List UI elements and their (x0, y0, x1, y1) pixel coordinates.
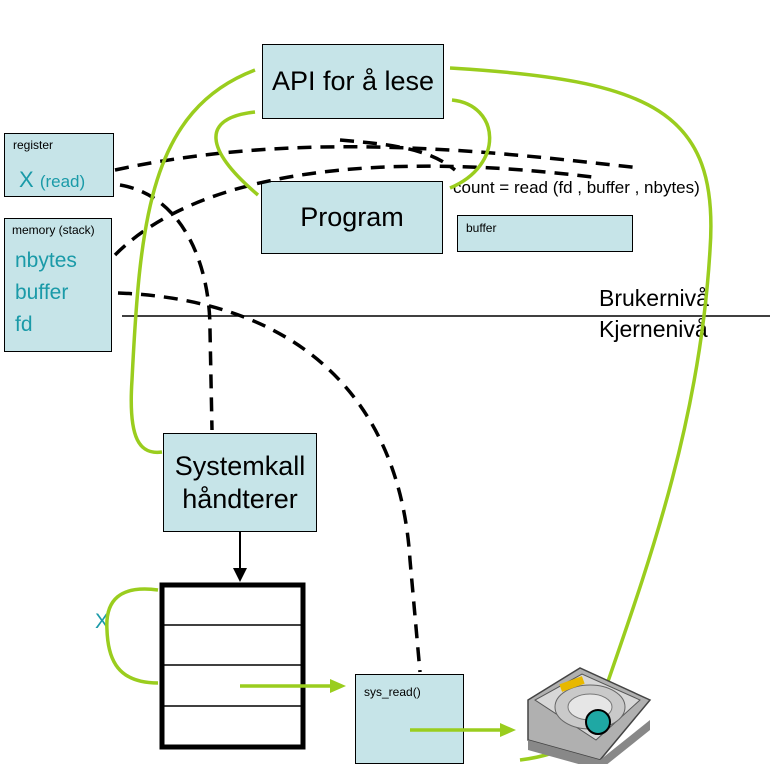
kernel-level-label: Kjernenivå (599, 316, 708, 342)
user-level-label: Brukernivå (599, 285, 709, 311)
syscall-handler-line1: Systemkall (174, 451, 306, 482)
register-read: (read) (39, 172, 86, 191)
syscall-table (159, 582, 306, 750)
buffer-box: buffer (457, 215, 633, 252)
green-arrowhead-sysread (330, 679, 346, 693)
register-box: register X (read) (4, 133, 114, 197)
program-box: Program (261, 181, 443, 254)
api-box: API for å lese (262, 44, 444, 119)
memory-title: memory (stack) (12, 223, 95, 237)
handler-to-table-arrow (233, 532, 247, 582)
memory-item-nbytes: nbytes (15, 249, 77, 272)
memory-box: memory (stack) nbytes buffer fd (4, 218, 112, 352)
sys-read-box: sys_read() (355, 674, 464, 764)
hard-disk-icon (527, 667, 652, 764)
register-title: register (13, 138, 54, 152)
dashed-data-lines (113, 138, 641, 673)
memory-item-fd: fd (15, 313, 33, 336)
sys-read-label: sys_read() (364, 685, 421, 699)
syscall-handler-box: Systemkall håndterer (163, 433, 317, 532)
buffer-box-label: buffer (466, 221, 497, 235)
register-x: X (19, 167, 34, 192)
memory-item-buffer: buffer (15, 281, 69, 304)
code-line: count = read (fd , buffer , nbytes) (453, 178, 700, 197)
register-value: X (read) (19, 167, 85, 193)
api-box-label: API for å lese (271, 66, 435, 97)
syscall-handler-line2: håndterer (182, 483, 298, 514)
program-box-label: Program (300, 202, 404, 233)
green-arrowhead-disk (500, 723, 516, 737)
